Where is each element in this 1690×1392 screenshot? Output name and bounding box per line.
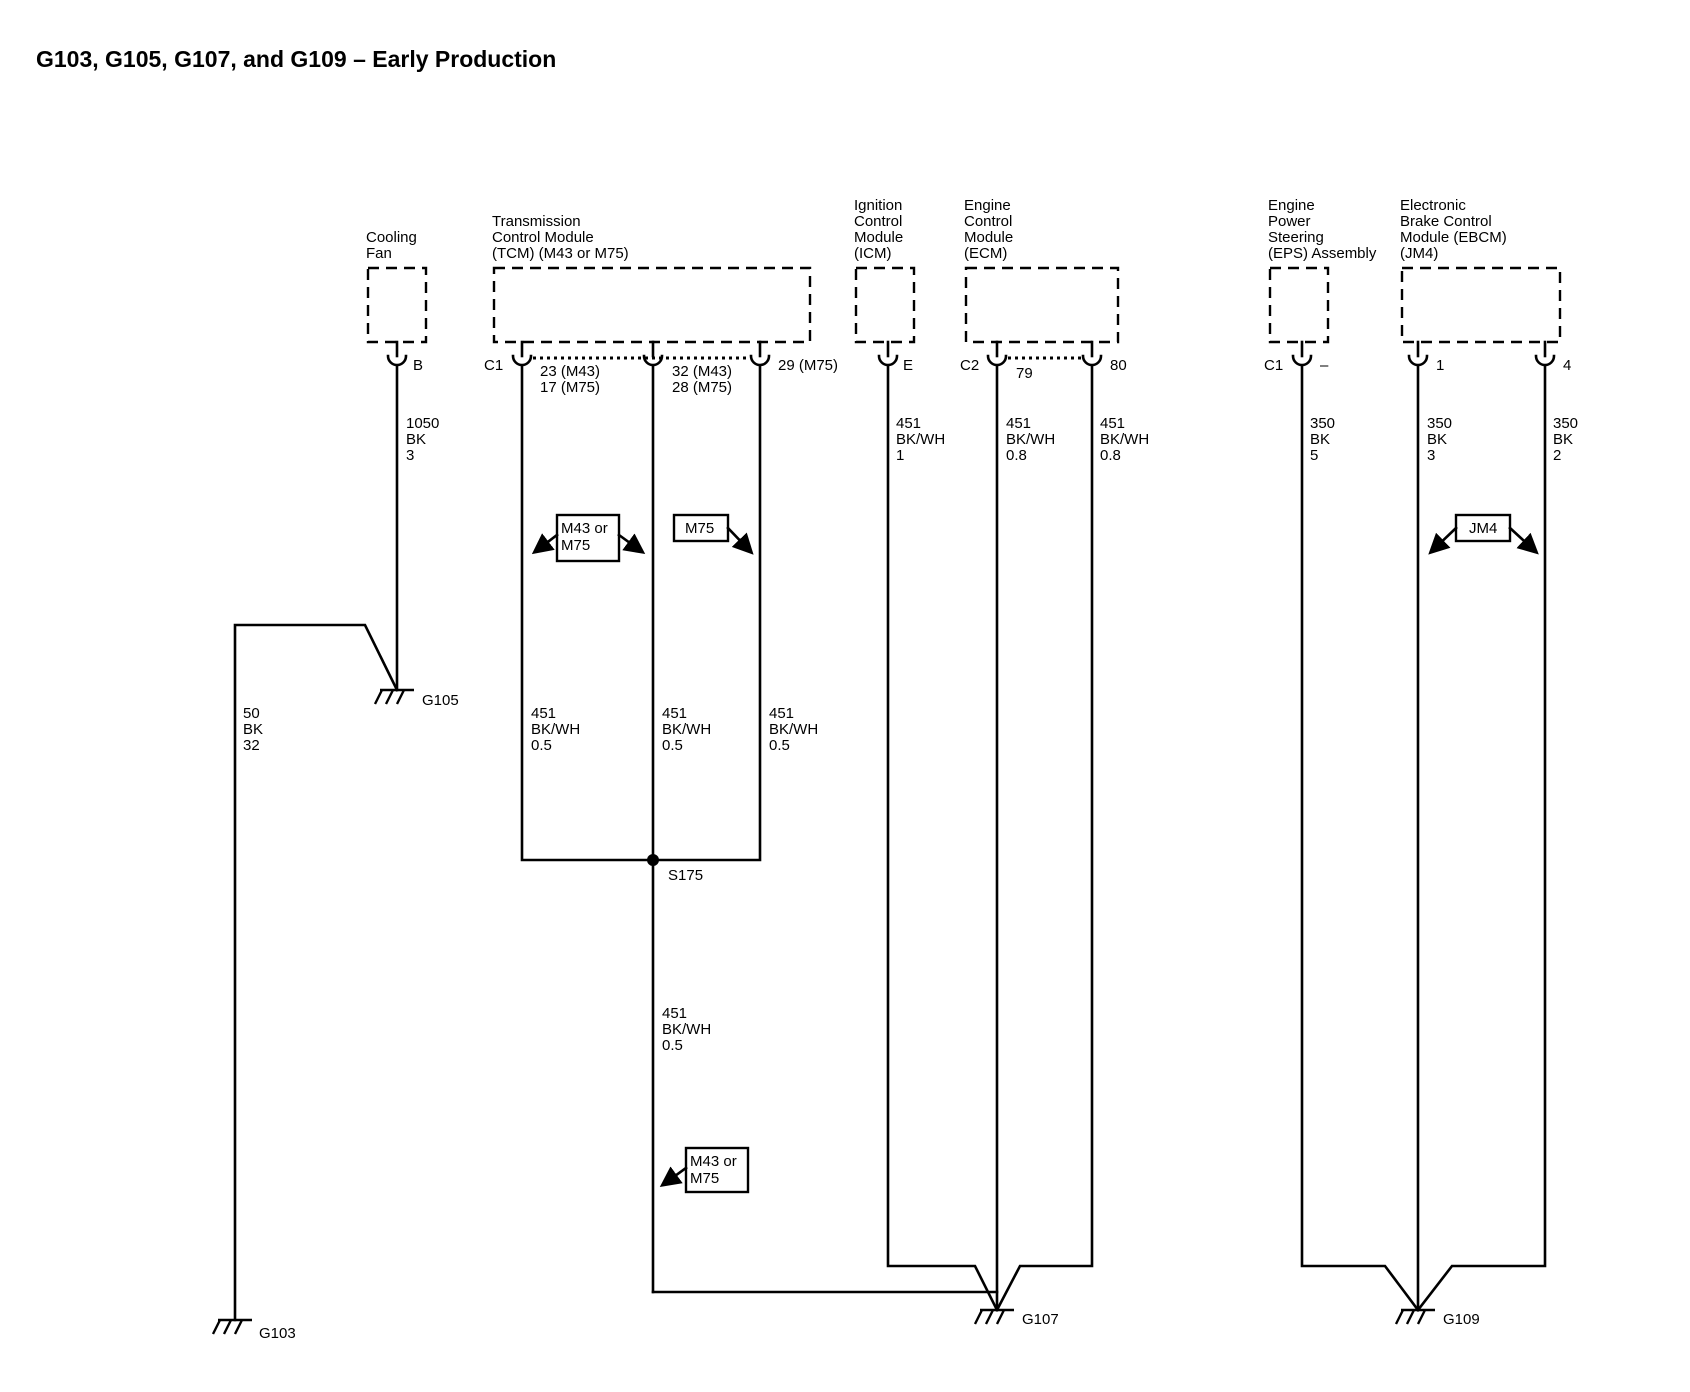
cooling-fan-label: Cooling Fan [366, 229, 421, 262]
ground-g107-icon: G107 [973, 1308, 1059, 1328]
wire-g103 [233, 623, 399, 1322]
eps-connector-label: C1 [1264, 357, 1283, 374]
wire-label-ebcm1: 350 BK 3 [1427, 415, 1456, 464]
icm-box [854, 266, 916, 344]
tcm-pin3-label: 29 (M75) [778, 357, 838, 374]
option-box-tcm-left: M43 or M75 [531, 513, 646, 563]
tcm-terminal-2 [642, 340, 664, 367]
wire-icm [886, 364, 999, 1312]
splice-s175 [647, 854, 659, 866]
ebcm-terminal-1 [1407, 340, 1429, 367]
ground-g103-icon: G103 [211, 1318, 296, 1342]
tcm-terminal-1 [511, 340, 533, 367]
ground-g105-icon: G105 [373, 688, 459, 709]
wire-label-fan: 1050 BK 3 [406, 415, 444, 464]
tcm-terminal-3 [749, 340, 771, 367]
ebcm-pin1-label: 1 [1436, 357, 1444, 374]
wire-label-ecm2: 451 BK/WH 0.8 [1100, 415, 1153, 464]
wire-label-icm: 451 BK/WH 1 [896, 415, 949, 464]
ecm-pin1-label: 79 [1016, 365, 1033, 382]
icm-label: Ignition Control Module (ICM) [854, 197, 907, 262]
ground-g105-label: G105 [422, 692, 459, 709]
icm-terminal [877, 340, 899, 367]
cooling-fan-box [366, 266, 428, 344]
option-box-tcm-right: M75 [672, 513, 754, 555]
ground-g109-icon: G109 [1394, 1308, 1480, 1328]
svg-text:M75: M75 [561, 537, 590, 554]
fan-pin-label: B [413, 357, 423, 374]
tcm-pin2-label: 32 (M43) 28 (M75) [672, 363, 736, 396]
wire-ecm-2 [995, 364, 1094, 1312]
svg-text:JM4: JM4 [1469, 520, 1497, 537]
page-title: G103, G105, G107, and G109 – Early Produ… [36, 46, 557, 72]
svg-text:M43 or: M43 or [690, 1153, 737, 1170]
wire-tcm-1 [520, 364, 762, 862]
ecm-terminal-2 [1081, 340, 1103, 367]
ground-g109-label: G109 [1443, 1311, 1480, 1328]
tcm-pin1-label: 23 (M43) 17 (M75) [540, 363, 604, 396]
ebcm-terminal-2 [1534, 340, 1556, 367]
wire-ebcm-2 [1416, 364, 1547, 1312]
fan-terminal [386, 340, 408, 367]
ground-g107-label: G107 [1022, 1311, 1059, 1328]
wire-eps [1300, 364, 1420, 1312]
ground-g103-label: G103 [259, 1325, 296, 1342]
wire-label-g103: 50 BK 32 [243, 705, 267, 754]
ecm-terminal-1 [986, 340, 1008, 367]
ecm-pin2-label: 80 [1110, 357, 1127, 374]
splice-s175-label: S175 [668, 867, 703, 884]
option-box-ebcm: JM4 [1428, 513, 1539, 555]
tcm-connector-label: C1 [484, 357, 503, 374]
tcm-box [492, 266, 812, 344]
wire-label-tcm2: 451 BK/WH 0.5 [662, 705, 715, 754]
option-box-lower: M43 or M75 [659, 1146, 750, 1194]
eps-terminal [1291, 340, 1313, 367]
ebcm-label: Electronic Brake Control Module (EBCM) (… [1400, 197, 1511, 262]
svg-text:M75: M75 [690, 1170, 719, 1187]
wire-label-tcm1: 451 BK/WH 0.5 [531, 705, 584, 754]
icm-pin-label: E [903, 357, 913, 374]
tcm-label: Transmission Control Module (TCM) (M43 o… [492, 213, 629, 262]
wire-label-eps: 350 BK 5 [1310, 415, 1339, 464]
svg-text:M75: M75 [685, 520, 714, 537]
eps-label: Engine Power Steering (EPS) Assembly [1268, 197, 1377, 262]
eps-box [1268, 266, 1330, 344]
svg-text:M43 or: M43 or [561, 520, 608, 537]
wire-label-ebcm2: 350 BK 2 [1553, 415, 1582, 464]
wire-label-s175-down: 451 BK/WH 0.5 [662, 1005, 715, 1054]
ecm-label: Engine Control Module (ECM) [964, 197, 1017, 262]
ebcm-box [1400, 266, 1562, 344]
ebcm-pin2-label: 4 [1563, 357, 1571, 374]
eps-pin-label: – [1320, 357, 1329, 374]
ecm-box [964, 266, 1120, 344]
ecm-connector-label: C2 [960, 357, 979, 374]
wire-label-ecm1: 451 BK/WH 0.8 [1006, 415, 1059, 464]
wire-label-tcm3: 451 BK/WH 0.5 [769, 705, 822, 754]
